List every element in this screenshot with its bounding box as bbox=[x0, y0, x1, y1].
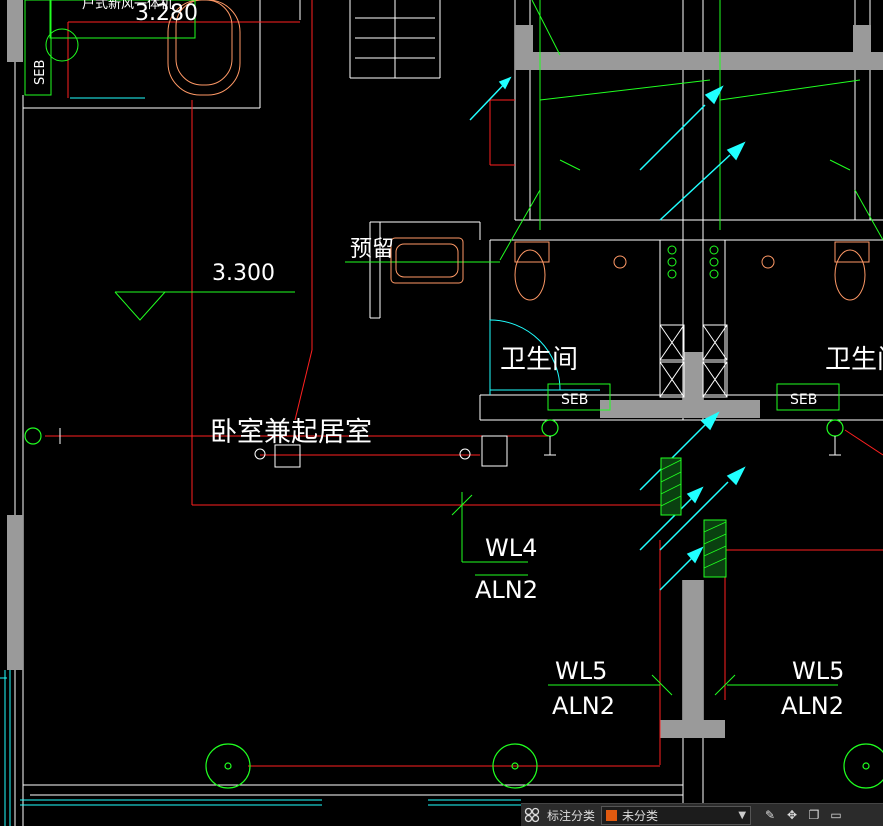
stairs bbox=[349, 0, 441, 79]
red-wiring bbox=[45, 0, 883, 767]
category-select[interactable]: 未分类 ▼ bbox=[601, 805, 752, 825]
label-elevation: 3.300 bbox=[212, 261, 275, 286]
label-aln2-left: ALN2 bbox=[552, 692, 615, 720]
switches bbox=[59, 428, 841, 468]
label-top-partial: 户式新风一体机 bbox=[82, 0, 173, 12]
bathroom-fixtures bbox=[167, 0, 870, 301]
chevron-down-icon: ▼ bbox=[738, 809, 747, 821]
label-top-elev: 3.280 bbox=[135, 1, 198, 26]
doors bbox=[489, 319, 561, 391]
label-bath-left: 卫生间 bbox=[500, 345, 578, 375]
label-aln2-right: ALN2 bbox=[781, 692, 844, 720]
label-aln2-a: ALN2 bbox=[475, 576, 538, 604]
annotation-toolbar: 标注分类 未分类 ▼ ✎ ✥ ❐ ▭ bbox=[521, 803, 883, 826]
label-reserve: 预留 bbox=[350, 237, 394, 262]
seb-boxes bbox=[24, 0, 840, 411]
label-bath-right: 卫生间 bbox=[825, 345, 883, 375]
green-wiring bbox=[115, 0, 883, 696]
label-bedroom: 卧室兼起居室 bbox=[210, 417, 372, 448]
category-value: 未分类 bbox=[622, 808, 659, 823]
more-icon[interactable]: ▭ bbox=[830, 808, 842, 822]
edit-icon[interactable]: ✎ bbox=[764, 808, 776, 822]
label-wl5-right: WL5 bbox=[792, 657, 844, 685]
category-swatch bbox=[606, 809, 618, 821]
label-seb-left: SEB bbox=[561, 392, 588, 408]
label-seb-vertical: SEB bbox=[33, 60, 48, 85]
ceiling-lamps bbox=[24, 419, 883, 789]
label-wl5-left: WL5 bbox=[555, 657, 607, 685]
elevation-mark bbox=[114, 291, 166, 321]
distribution-panels bbox=[660, 457, 727, 578]
wall-fills bbox=[7, 0, 883, 738]
label-wl4: WL4 bbox=[485, 534, 537, 562]
fixture-dots bbox=[667, 245, 719, 279]
move-icon[interactable]: ✥ bbox=[786, 808, 798, 822]
cyan-lines bbox=[0, 320, 600, 826]
category-label: 标注分类 bbox=[547, 808, 596, 823]
copy-icon[interactable]: ❐ bbox=[808, 808, 820, 822]
label-seb-right: SEB bbox=[790, 392, 817, 408]
grid-icon[interactable] bbox=[521, 804, 543, 826]
cabinets bbox=[659, 324, 728, 398]
